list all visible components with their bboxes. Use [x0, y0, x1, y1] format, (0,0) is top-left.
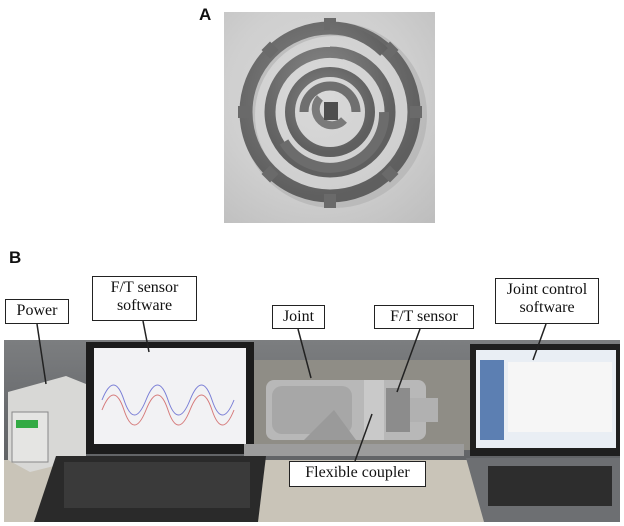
- spiral-spring-drawing: [238, 18, 427, 208]
- setup-drawing: [4, 342, 620, 522]
- label-power: Power: [5, 299, 69, 324]
- label-ft-sensor: F/T sensor: [374, 305, 474, 329]
- label-joint: Joint: [272, 305, 325, 329]
- label-joint-control-software-line2: software: [519, 299, 575, 316]
- laptop-left: [34, 342, 266, 522]
- label-joint-control-software-line1: Joint control: [506, 281, 588, 298]
- experimental-setup-photo: [4, 340, 620, 522]
- power-supply: [8, 376, 86, 472]
- label-ft-sensor-software-line2: software: [116, 297, 173, 314]
- spiral-spring-photo: [224, 12, 435, 223]
- label-joint-control-software: Joint control software: [495, 278, 599, 324]
- label-flexible-coupler: Flexible coupler: [289, 461, 426, 487]
- laptop-right: [466, 344, 620, 522]
- panel-a-letter: A: [199, 5, 212, 24]
- label-ft-sensor-software-line1: F/T sensor: [110, 279, 179, 296]
- joint-assembly: [244, 380, 464, 456]
- panel-b-letter: B: [9, 248, 22, 267]
- label-ft-sensor-software: F/T sensor software: [92, 276, 197, 321]
